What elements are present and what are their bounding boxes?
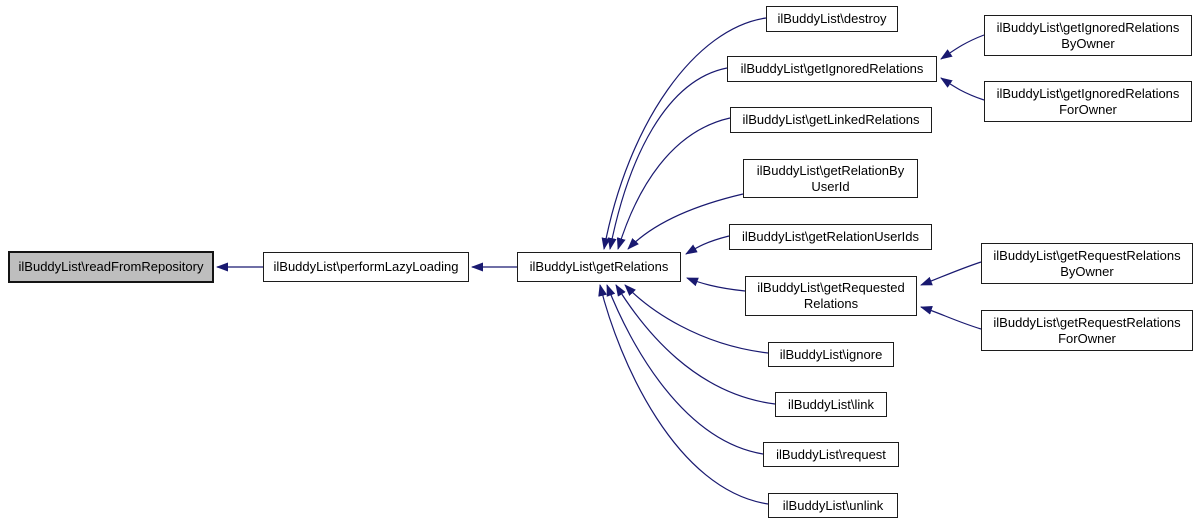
node-getRelations[interactable]: ilBuddyList\getRelations: [517, 252, 681, 282]
node-label: ilBuddyList\getIgnoredRelations ByOwner: [996, 19, 1180, 51]
node-getRequestedRelations[interactable]: ilBuddyList\getRequested Relations: [745, 276, 917, 316]
node-ignore[interactable]: ilBuddyList\ignore: [768, 342, 894, 367]
node-label: ilBuddyList\getRelations: [529, 259, 669, 275]
node-getRequestRelationsByOwner[interactable]: ilBuddyList\getRequestRelations ByOwner: [981, 243, 1193, 284]
node-getRelationByUserId[interactable]: ilBuddyList\getRelationBy UserId: [743, 159, 918, 198]
node-getRelationUserIds[interactable]: ilBuddyList\getRelationUserIds: [729, 224, 932, 250]
edge-link-getRelations: [615, 284, 776, 405]
edge-getLinkedRelations-getRelations: [616, 117, 731, 250]
edge-getRelationByUserId-getRelations: [627, 193, 744, 250]
node-label: ilBuddyList\request: [776, 446, 886, 462]
edge-getIgnoredRelationsForOwner-getIgnoredRelations: [940, 77, 985, 101]
node-label: ilBuddyList\unlink: [782, 497, 884, 513]
node-request[interactable]: ilBuddyList\request: [763, 442, 899, 467]
node-getIgnoredRelationsForOwner[interactable]: ilBuddyList\getIgnoredRelations ForOwner: [984, 81, 1192, 122]
node-label: ilBuddyList\performLazyLoading: [273, 259, 459, 275]
node-label: ilBuddyList\getRelationUserIds: [741, 229, 920, 245]
node-label: ilBuddyList\destroy: [777, 11, 887, 27]
node-label: ilBuddyList\getLinkedRelations: [742, 112, 920, 128]
node-label: ilBuddyList\getRequestRelations ForOwner: [993, 314, 1181, 346]
node-label: ilBuddyList\ignore: [779, 346, 883, 362]
node-getIgnoredRelationsByOwner[interactable]: ilBuddyList\getIgnoredRelations ByOwner: [984, 15, 1192, 56]
node-label: ilBuddyList\getRelationBy UserId: [756, 162, 905, 194]
edge-getIgnoredRelationsByOwner-getIgnoredRelations: [940, 34, 985, 60]
node-getIgnoredRelations[interactable]: ilBuddyList\getIgnoredRelations: [727, 56, 937, 82]
node-link[interactable]: ilBuddyList\link: [775, 392, 887, 417]
node-label: ilBuddyList\getRequested Relations: [757, 280, 905, 311]
edge-getRequestedRelations-getRelations: [686, 277, 746, 292]
node-label: ilBuddyList\getRequestRelations ByOwner: [993, 247, 1181, 279]
node-getRequestRelationsForOwner[interactable]: ilBuddyList\getRequestRelations ForOwner: [981, 310, 1193, 351]
node-label: ilBuddyList\getIgnoredRelations ForOwner: [996, 85, 1180, 117]
node-destroy[interactable]: ilBuddyList\destroy: [766, 6, 898, 32]
node-label: ilBuddyList\link: [788, 396, 874, 412]
edge-ignore-getRelations: [624, 284, 769, 354]
node-unlink[interactable]: ilBuddyList\unlink: [768, 493, 898, 518]
edge-request-getRelations: [606, 284, 764, 455]
edge-getRequestRelationsByOwner-getRequestedRelations: [920, 261, 982, 286]
edge-getRelationUserIds-getRelations: [685, 235, 730, 255]
node-performLazyLoading[interactable]: ilBuddyList\performLazyLoading: [263, 252, 469, 282]
node-getLinkedRelations[interactable]: ilBuddyList\getLinkedRelations: [730, 107, 932, 133]
edge-unlink-getRelations: [598, 284, 769, 505]
edge-getIgnoredRelations-getRelations: [607, 67, 728, 250]
edge-getRequestRelationsForOwner-getRequestedRelations: [920, 306, 982, 330]
node-label: ilBuddyList\getIgnoredRelations: [740, 61, 924, 77]
edge-destroy-getRelations: [601, 17, 767, 250]
node-label: ilBuddyList\readFromRepository: [18, 259, 204, 275]
node-readFromRepository: ilBuddyList\readFromRepository: [8, 251, 214, 283]
